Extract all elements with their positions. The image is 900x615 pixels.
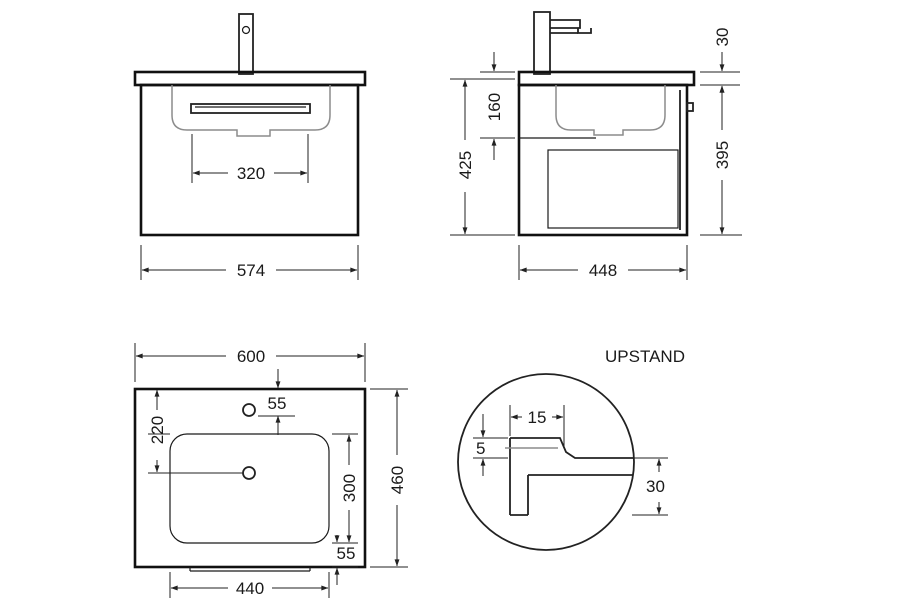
drawer-side [547, 149, 679, 229]
dim-top-thickness: 30 [713, 28, 732, 47]
upstand-profile [510, 437, 634, 459]
dim-front-width: 574 [237, 261, 265, 280]
dim-plan-width: 600 [237, 347, 265, 366]
tap-hole-icon [242, 403, 256, 417]
tap-side-icon [533, 11, 592, 75]
basin-top-plan [133, 387, 367, 569]
dim-depth: 448 [589, 261, 617, 280]
waste-fitting [686, 102, 694, 112]
plan-view: 600 55 220 300 460 [133, 343, 408, 598]
basin-bowl-hidden [171, 85, 331, 137]
dim-bowl-depth: 300 [340, 474, 359, 502]
basin-bowl-plan [169, 433, 330, 544]
tap-icon [238, 13, 254, 75]
detail-circle [457, 373, 635, 551]
dim-basin-depth: 160 [485, 93, 504, 121]
dim-lip-height: 5 [476, 439, 485, 458]
drawer-handle [190, 103, 311, 114]
dim-drain-width: 320 [237, 164, 265, 183]
dim-tap-offset: 55 [268, 394, 287, 413]
cabinet-front [139, 83, 360, 237]
upstand-detail: UPSTAND 15 5 30 [457, 347, 685, 551]
side-view: 30 160 425 395 448 [450, 11, 742, 280]
basin-bowl-side-hidden [555, 85, 666, 136]
dim-plan-depth: 460 [388, 466, 407, 494]
cabinet-side [517, 83, 689, 237]
dim-bowl-offset: 220 [148, 416, 167, 444]
dim-overall-height: 425 [456, 151, 475, 179]
dim-lip-width: 15 [528, 408, 547, 427]
front-view: 320 574 [133, 13, 367, 280]
dim-front-offset: 55 [337, 544, 356, 563]
dim-bowl-width: 440 [236, 579, 264, 598]
dim-upstand-height: 30 [646, 477, 665, 496]
waste-hole-icon [242, 466, 256, 480]
upstand-title: UPSTAND [605, 347, 685, 366]
dim-cabinet-height: 395 [713, 141, 732, 169]
